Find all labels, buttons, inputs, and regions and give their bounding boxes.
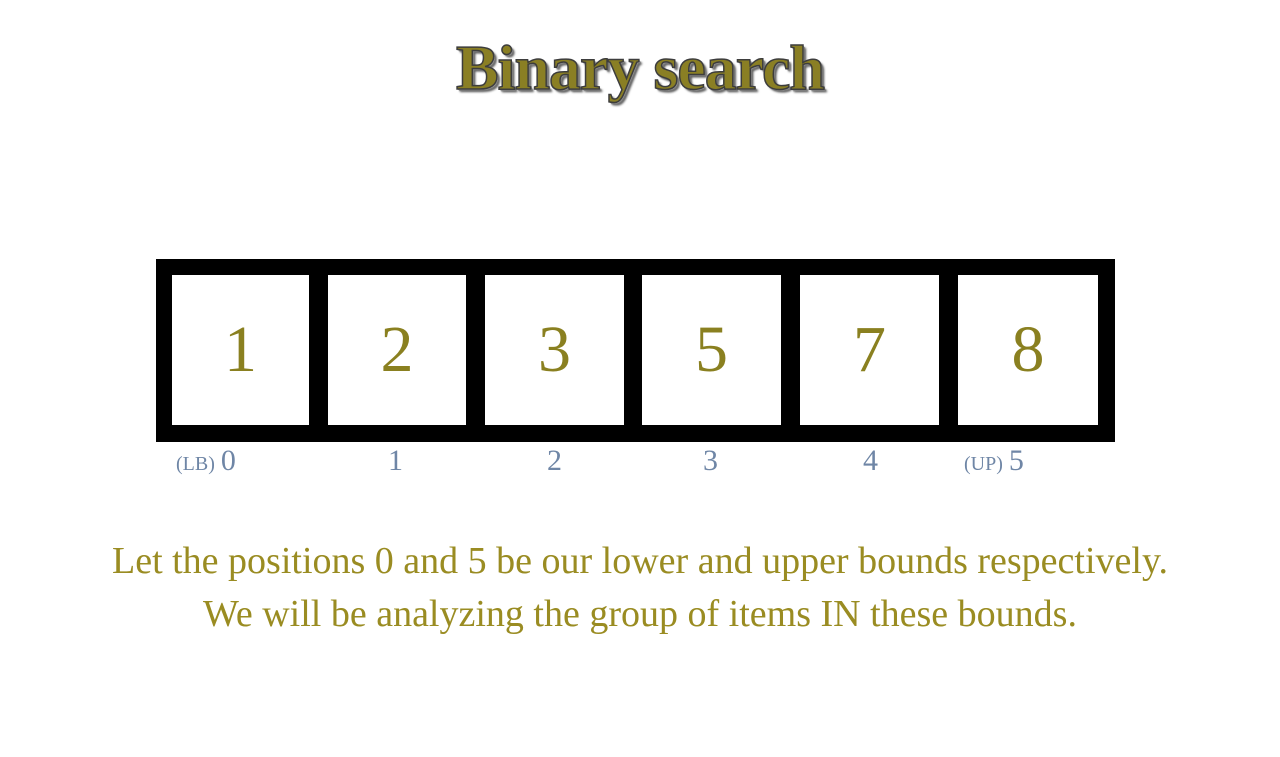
slide-title: Binary search: [455, 31, 826, 104]
array-cell: 1: [172, 275, 309, 425]
array-cell: 2: [328, 275, 466, 425]
index-number: 1: [388, 444, 403, 477]
index-number: 0: [220, 444, 236, 477]
index-number: 2: [547, 444, 562, 477]
index-number: 4: [863, 444, 878, 477]
index-label-upper-bound: (UP)5: [964, 444, 1024, 484]
array-container: 1 2 3 5 7 8: [156, 259, 1115, 442]
index-label: 3: [703, 444, 718, 484]
array-cell: 5: [642, 275, 781, 425]
index-label: 1: [388, 444, 403, 484]
array-cell: 7: [800, 275, 939, 425]
caption: Let the positions 0 and 5 be our lower a…: [0, 535, 1280, 641]
index-label: 4: [863, 444, 878, 484]
array-cell: 3: [485, 275, 624, 425]
array-cell: 8: [958, 275, 1098, 425]
index-number: 3: [703, 444, 718, 477]
lower-bound-tag: (LB): [176, 453, 215, 475]
index-label-lower-bound: (LB)0: [176, 444, 236, 484]
caption-line-2: We will be analyzing the group of items …: [203, 593, 1077, 635]
caption-line-1: Let the positions 0 and 5 be our lower a…: [111, 540, 1168, 582]
index-label: 2: [547, 444, 562, 484]
upper-bound-tag: (UP): [964, 453, 1003, 475]
index-number: 5: [1008, 444, 1024, 477]
